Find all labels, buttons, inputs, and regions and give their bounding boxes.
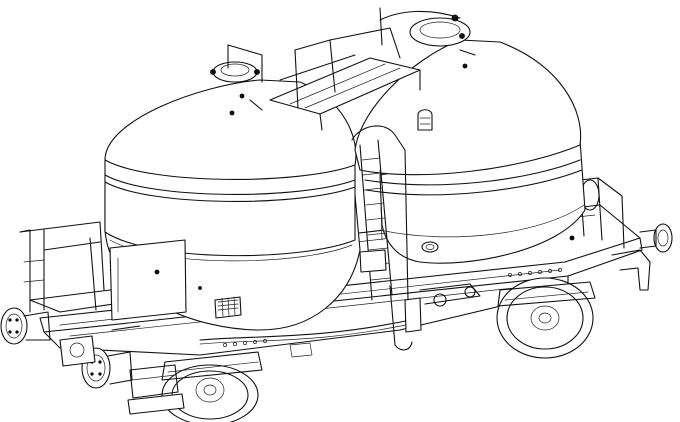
side-ladder bbox=[351, 125, 409, 301]
ladder-front-step bbox=[127, 364, 185, 415]
hatch-rear bbox=[379, 7, 476, 69]
buffer-rear bbox=[611, 223, 673, 291]
end-platform-rear bbox=[579, 177, 625, 249]
hopper-tank-rear bbox=[354, 39, 586, 264]
roof-walkway bbox=[269, 27, 421, 131]
wheelset-front bbox=[161, 351, 263, 422]
axlebox-front bbox=[59, 325, 141, 367]
buffer-left-front bbox=[0, 307, 51, 345]
hopper-tank-front bbox=[104, 79, 361, 331]
wheelset-rear bbox=[496, 277, 596, 359]
hatch-front bbox=[210, 44, 263, 116]
brake-equipment bbox=[199, 249, 481, 358]
